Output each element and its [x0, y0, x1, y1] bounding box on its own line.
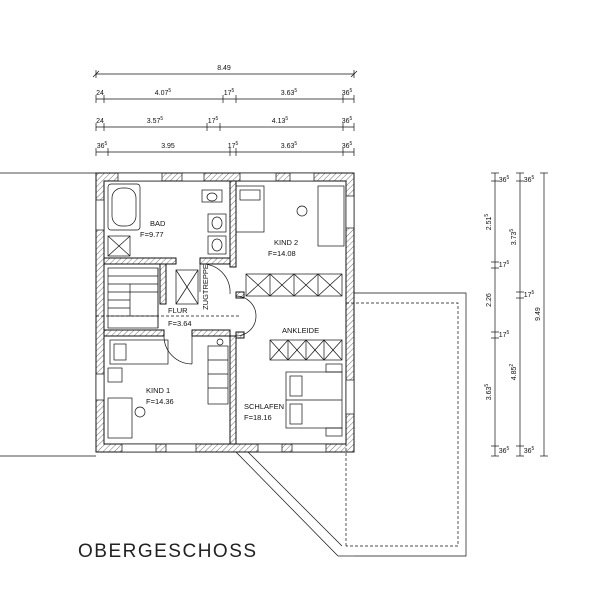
dim-row1-seg3: 175	[224, 88, 235, 97]
label-kind2-area: F=14.08	[268, 249, 296, 258]
top-dimension-chains: 8.49 24 4.075 175 3.635 365 24 3.575 175…	[92, 65, 358, 156]
dim-right2-seg2: 3.735	[509, 229, 518, 246]
dim-row2-seg3: 175	[208, 116, 219, 125]
label-kind1-area: F=14.36	[146, 397, 174, 406]
dim-right1-seg7: 365	[499, 446, 510, 455]
room-labels: BAD F=9.77 KIND 2 F=14.08 FLUR F=3.64 AN…	[140, 219, 319, 422]
dim-row3-seg3: 175	[228, 141, 239, 150]
dim-row2-seg5: 365	[342, 116, 353, 125]
label-flur-area: F=3.64	[168, 319, 192, 328]
label-kind2-name: KIND 2	[274, 238, 298, 247]
staircase: ZUGTREPPE	[96, 264, 240, 329]
bathroom-fixtures	[107, 183, 227, 257]
label-kind1-name: KIND 1	[146, 386, 170, 395]
right-dimension-chains: 365 2.515 175 2.26 175 3.635 365 365 3.7…	[484, 172, 548, 457]
dim-right2-seg5: 365	[524, 446, 535, 455]
dim-right1-seg5: 175	[499, 330, 510, 339]
dim-row2-seg2: 3.575	[147, 116, 164, 125]
label-ankleide: ANKLEIDE	[282, 326, 319, 335]
outer-walls	[95, 172, 355, 453]
dim-right2-seg4: 4.852	[509, 364, 518, 381]
drawing-title: OBERGESCHOSS	[78, 541, 258, 562]
dim-right1-seg1: 365	[499, 175, 510, 184]
dim-right1-seg2: 2.515	[484, 214, 493, 231]
dim-right2-seg3: 175	[524, 290, 535, 299]
dim-row1-seg2: 4.075	[155, 88, 172, 97]
kind2-furniture	[235, 185, 345, 361]
dim-row1-seg4: 3.635	[281, 88, 298, 97]
label-bad-area: F=9.77	[140, 230, 164, 239]
dim-row2-seg1: 24	[96, 118, 104, 125]
dim-right1-seg6: 3.635	[484, 384, 493, 401]
dim-row2-seg4: 4.135	[272, 116, 289, 125]
interior-walls	[103, 180, 245, 445]
kind1-furniture	[107, 338, 229, 439]
dim-row3-seg1: 365	[97, 141, 108, 150]
dim-row3-seg4: 3.635	[281, 141, 298, 150]
schlafen-furniture	[285, 363, 343, 437]
dim-right2-seg1: 365	[524, 175, 535, 184]
label-bad-name: BAD	[150, 219, 166, 228]
dim-row3-seg2: 3.95	[161, 143, 175, 150]
doors	[163, 263, 257, 365]
label-schlafen-name: SCHLAFEN	[244, 402, 284, 411]
dim-right1-seg3: 175	[499, 260, 510, 269]
dim-row1-seg1: 24	[96, 90, 104, 97]
dim-row1-seg5: 365	[342, 88, 353, 97]
label-flur-name: FLUR	[168, 306, 188, 315]
label-zugtreppe: ZUGTREPPE	[201, 264, 210, 310]
dim-row3-seg5: 365	[342, 141, 353, 150]
dim-total-width: 8.49	[217, 65, 231, 72]
label-schlafen-area: F=18.16	[244, 413, 272, 422]
dim-right1-seg4: 2.26	[486, 293, 493, 307]
dim-right-total: 9.49	[535, 307, 542, 321]
